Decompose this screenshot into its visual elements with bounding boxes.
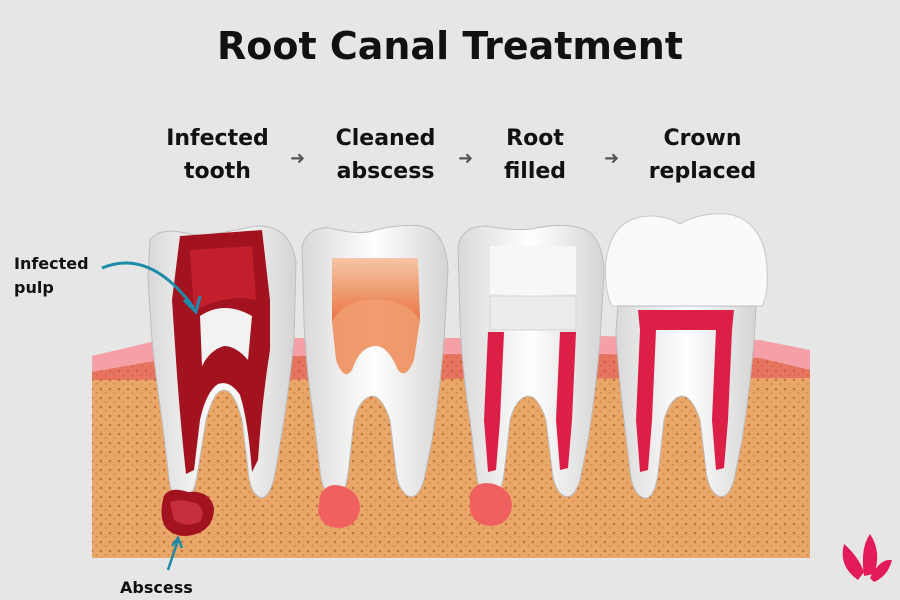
infected-pulp-label-line2: pulp bbox=[14, 278, 54, 297]
step-crown-replaced: Crown replaced bbox=[640, 122, 765, 188]
page-title: Root Canal Treatment bbox=[216, 24, 683, 68]
step-infected-tooth: Infected tooth bbox=[160, 122, 275, 188]
step-label-line1: Crown bbox=[663, 126, 742, 151]
infected-pulp-label-line1: Infected bbox=[14, 254, 89, 273]
tooth-root-filled bbox=[457, 224, 605, 526]
infected-pulp-arrow bbox=[101, 261, 196, 309]
tooth-infected bbox=[147, 225, 297, 536]
abscess-label: Abscess bbox=[120, 578, 193, 597]
lotus-logo-icon bbox=[842, 534, 892, 582]
filled-root-tip bbox=[470, 483, 512, 526]
step-label-line1: Infected bbox=[166, 126, 269, 151]
filling-material bbox=[489, 295, 577, 331]
step-label-line2: tooth bbox=[184, 159, 251, 184]
arrow-right-icon: ➜ bbox=[604, 148, 620, 169]
step-label-line1: Root bbox=[506, 126, 564, 151]
arrow-right-icon: ➜ bbox=[458, 148, 474, 169]
step-label-line2: abscess bbox=[336, 159, 435, 184]
abscess-arrow bbox=[166, 539, 180, 571]
arrow-right-icon: ➜ bbox=[290, 148, 306, 169]
step-label-line2: filled bbox=[503, 159, 567, 184]
tooth-crown-replaced bbox=[605, 213, 768, 499]
step-cleaned-abscess: Cleaned abscess bbox=[323, 122, 448, 188]
step-label-line1: Cleaned bbox=[335, 126, 436, 151]
step-label-line2: replaced bbox=[648, 159, 757, 184]
tooth-cleaned bbox=[301, 224, 449, 528]
step-root-filled: Root filled bbox=[490, 122, 580, 188]
infected-pulp-label: Infected pulp bbox=[14, 252, 89, 300]
cleaned-root-tip bbox=[318, 485, 360, 528]
